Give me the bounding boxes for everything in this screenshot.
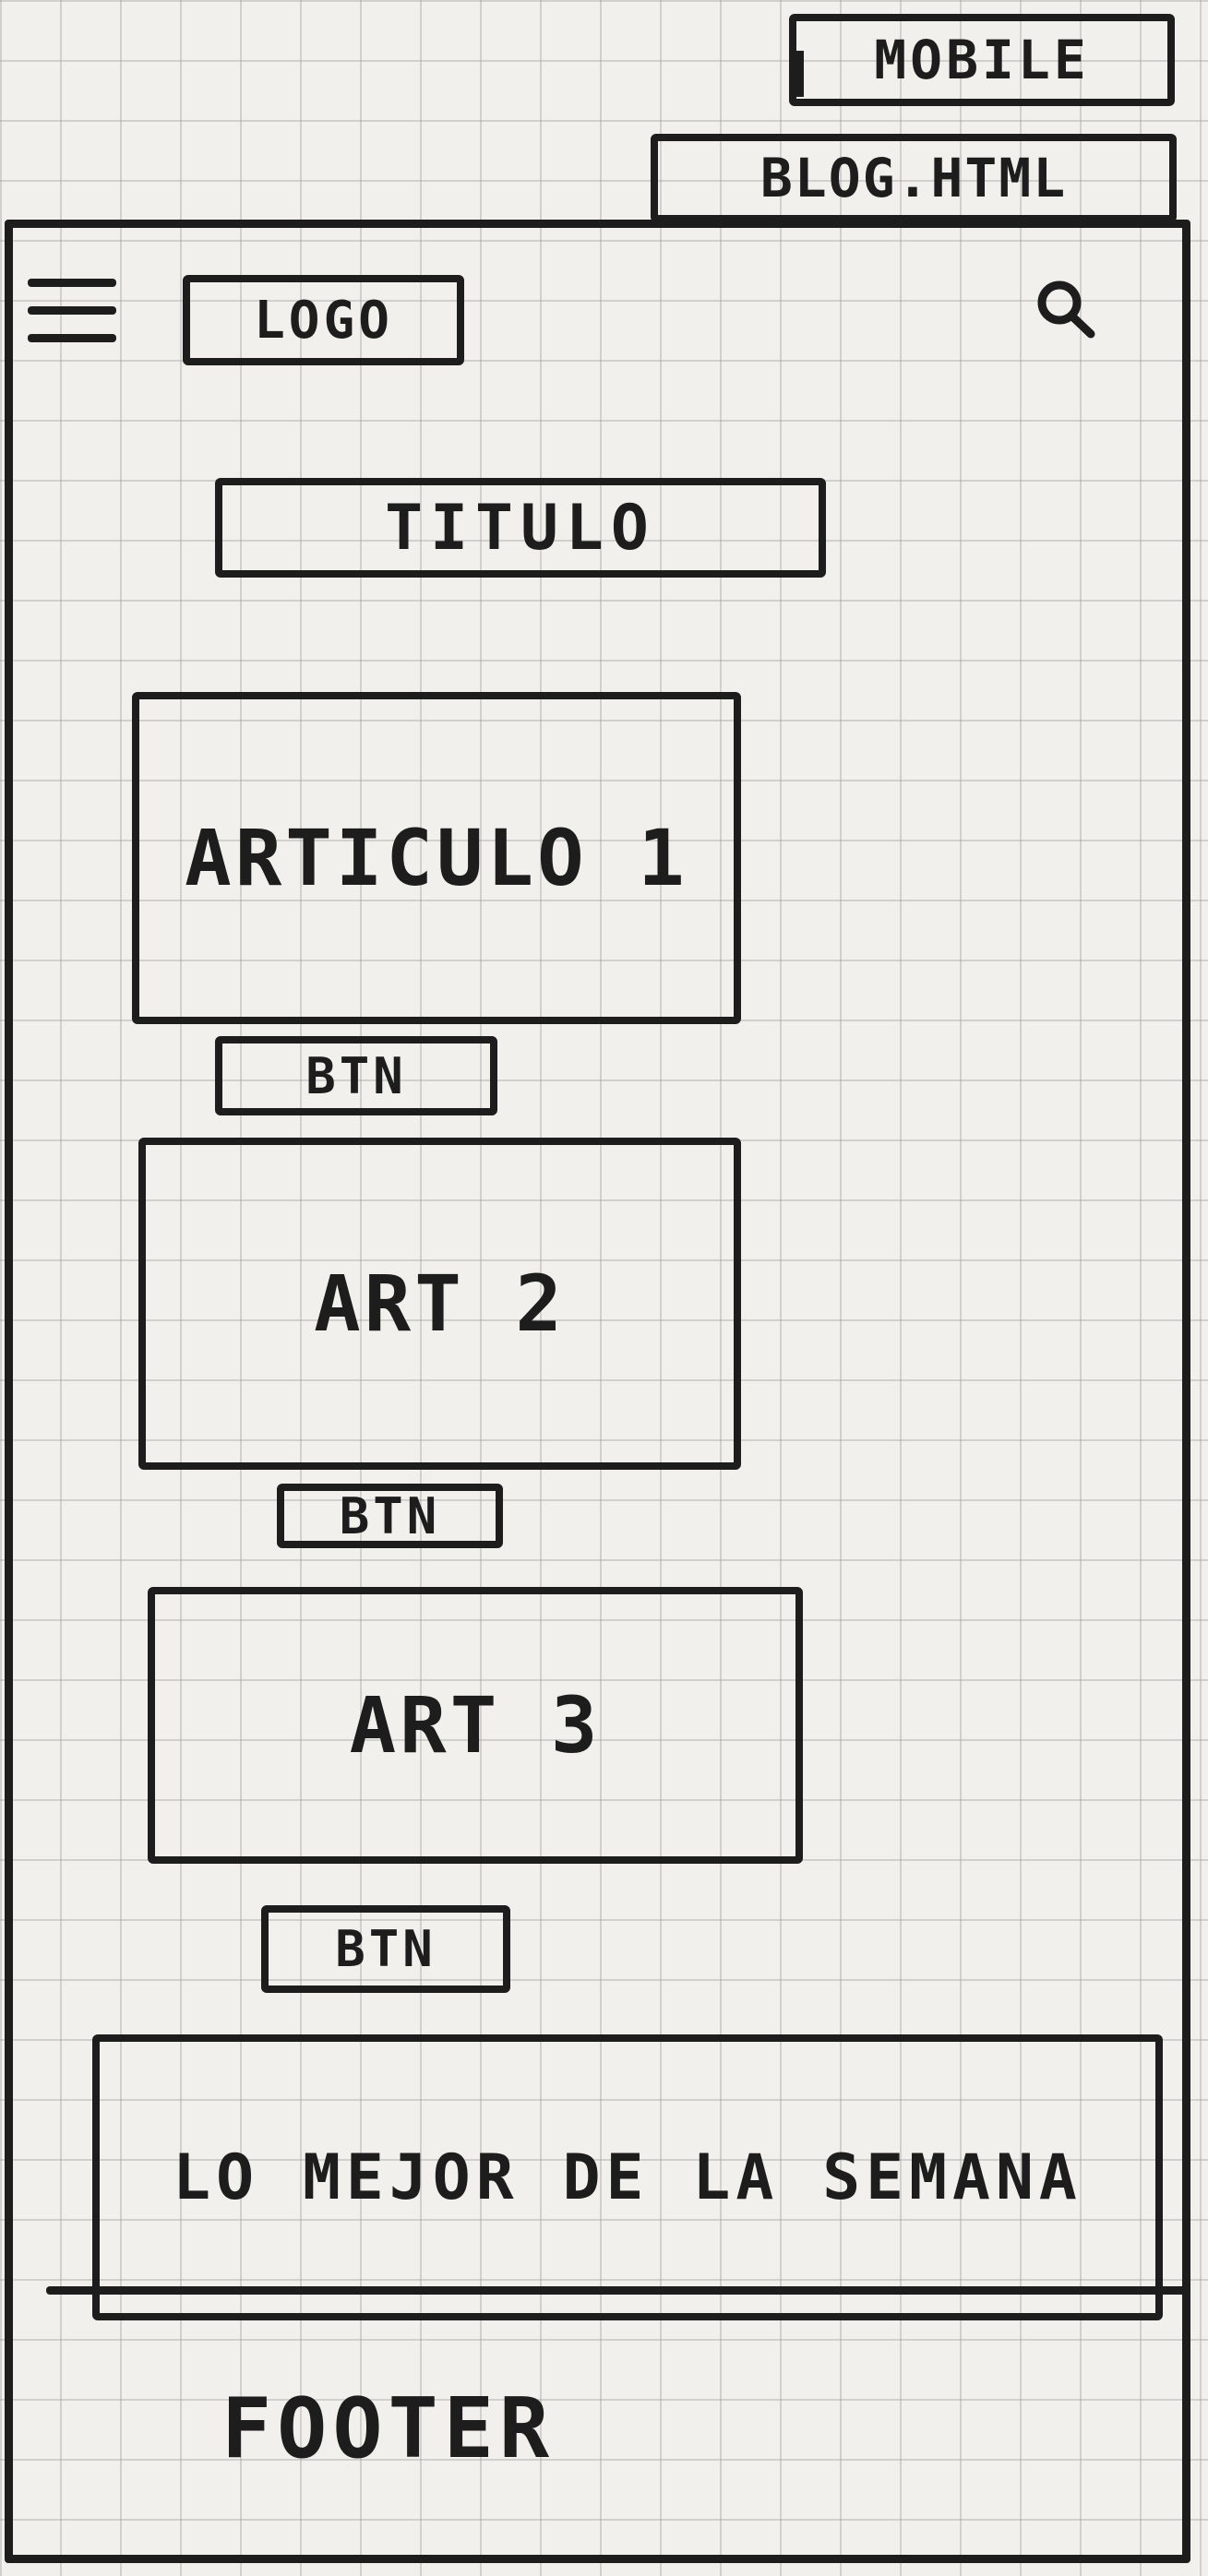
footer: FOOTER xyxy=(46,2297,1181,2556)
article-1-button-label: BTN xyxy=(305,1046,407,1105)
article-card-2[interactable]: ART 2 xyxy=(138,1138,741,1470)
logo-label: LOGO xyxy=(254,290,393,351)
file-tag: BLOG.HTML xyxy=(651,134,1177,222)
footer-divider xyxy=(46,2286,1186,2295)
article-card-3[interactable]: ART 3 xyxy=(148,1587,803,1864)
featured-section[interactable]: LO MEJOR DE LA SEMANA xyxy=(92,2034,1163,2320)
device-tag: MOBILE xyxy=(789,14,1175,106)
logo[interactable]: LOGO xyxy=(183,275,464,365)
article-3-button-label: BTN xyxy=(335,1920,437,1978)
footer-label: FOOTER xyxy=(221,2380,556,2477)
search-icon[interactable] xyxy=(1034,277,1098,341)
article-1-button[interactable]: BTN xyxy=(215,1036,497,1115)
hamburger-menu-icon[interactable] xyxy=(28,275,120,349)
article-card-1[interactable]: ARTICULO 1 xyxy=(132,692,741,1024)
article-3-button[interactable]: BTN xyxy=(261,1905,510,1993)
device-tag-label: MOBILE xyxy=(874,29,1090,91)
phone-frame xyxy=(5,220,1190,2563)
featured-label: LO MEJOR DE LA SEMANA xyxy=(173,2141,1082,2214)
article-3-label: ART 3 xyxy=(349,1680,602,1771)
article-2-button-label: BTN xyxy=(339,1486,441,1545)
page-title: TITULO xyxy=(385,491,656,565)
article-2-button[interactable]: BTN xyxy=(277,1484,503,1548)
page-title-box: TITULO xyxy=(215,478,826,578)
tag-tick-mark xyxy=(796,51,804,97)
article-2-label: ART 2 xyxy=(314,1258,566,1349)
file-tag-label: BLOG.HTML xyxy=(759,147,1068,209)
article-1-label: ARTICULO 1 xyxy=(185,812,688,903)
